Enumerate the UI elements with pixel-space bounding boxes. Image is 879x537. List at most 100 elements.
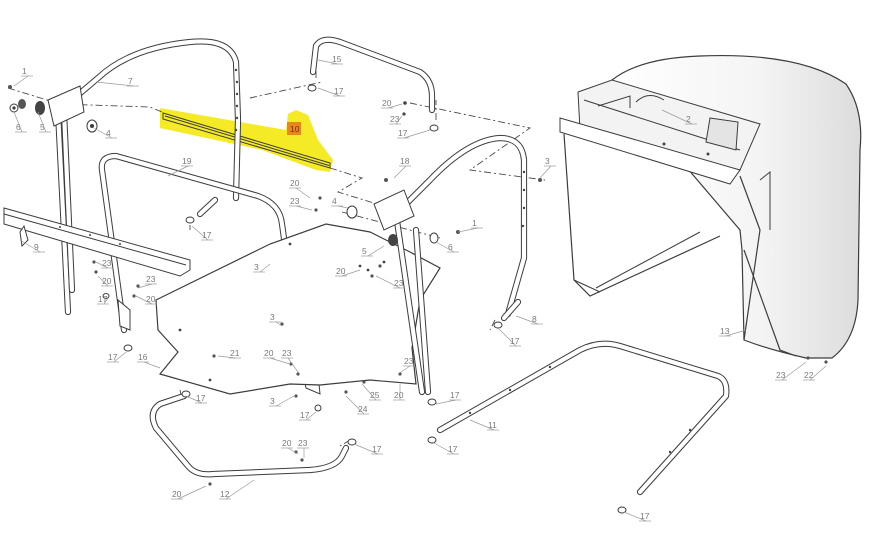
part-9-cross-bar: [3, 207, 191, 277]
callout-leader-c23f: [287, 357, 299, 373]
callout-leader-c23g: [397, 365, 411, 375]
callout-leader-c3d: [275, 395, 295, 407]
callout-part-16: 16: [138, 352, 148, 362]
callout-leader-c4a: [93, 127, 113, 139]
callout-leader-c3b: [259, 263, 271, 273]
callout-part-13: 13: [720, 326, 730, 336]
callout-part-23: 23: [776, 370, 786, 380]
callout-part-20: 20: [394, 390, 404, 400]
callout-part-17: 17: [202, 230, 212, 240]
callout-leader-c17f: [113, 351, 127, 363]
callout-part-17: 17: [448, 444, 458, 454]
callout-leader-c17g: [185, 395, 203, 404]
callout-part-20: 20: [146, 294, 156, 304]
callout-leader-c23b: [295, 205, 313, 211]
callout-part-17: 17: [334, 86, 344, 96]
callout-part-22: 22: [804, 370, 814, 380]
part-16-floor-plate: [155, 223, 441, 395]
callout-part-5: 5: [362, 246, 367, 256]
callout-part-23: 23: [394, 278, 404, 288]
callout-leader-c20h: [287, 447, 299, 455]
callout-leader-c7: [95, 81, 135, 87]
callout-part-23: 23: [390, 114, 400, 124]
callout-part-17: 17: [450, 390, 460, 400]
callout-part-20: 20: [290, 178, 300, 188]
callout-leader-c12: [225, 479, 255, 500]
callout-part-24: 24: [358, 404, 368, 414]
callout-leader-c5b: [367, 245, 385, 257]
callout-part-20: 20: [172, 489, 182, 499]
callout-part-23: 23: [404, 356, 414, 366]
callout-part-20: 20: [264, 348, 274, 358]
callout-part-12: 12: [220, 489, 230, 499]
callout-part-1: 1: [22, 66, 27, 76]
callout-leader-c5a: [37, 111, 47, 133]
callout-leader-c23c: [95, 261, 109, 269]
callout-part-3: 3: [545, 156, 550, 166]
callout-part-23: 23: [298, 438, 308, 448]
callout-part-7: 7: [128, 76, 133, 86]
callout-part-17: 17: [640, 511, 650, 521]
callout-leader-c20f: [269, 357, 291, 365]
callout-leader-c20a: [387, 103, 403, 109]
callout-leader-c23h: [781, 361, 807, 381]
callout-leader-c22: [809, 365, 827, 381]
part-10-label-badge: [287, 122, 301, 135]
callout-leader-c9: [19, 239, 41, 253]
part-12-lower-frame: [149, 390, 357, 478]
callout-part-11: 11: [488, 420, 497, 430]
callout-part-8: 8: [532, 314, 537, 324]
callout-part-17: 17: [372, 444, 382, 454]
callout-part-1: 1: [472, 218, 477, 228]
callout-leader-c16: [143, 361, 161, 369]
callout-leader-c25: [361, 383, 377, 401]
callout-part-23: 23: [282, 348, 292, 358]
callout-leader-c18: [393, 165, 407, 179]
callout-part-18: 18: [400, 156, 410, 166]
callout-leader-c23a: [395, 115, 403, 125]
callout-part-10: 10: [290, 124, 300, 134]
callout-part-17: 17: [398, 128, 408, 138]
callout-leader-c20i: [177, 485, 207, 500]
callout-part-15: 15: [332, 54, 342, 64]
callout-leader-c17i: [435, 399, 457, 405]
callout-leader-c20d: [135, 295, 153, 305]
callout-leader-c17c: [191, 225, 209, 241]
callout-leader-c23d: [137, 283, 153, 289]
callout-leader-c19: [167, 165, 189, 177]
callout-leader-c1b: [457, 227, 479, 233]
callout-leader-c17a: [317, 87, 341, 97]
callout-leader-c6b: [435, 241, 455, 253]
callout-part-9: 9: [34, 242, 39, 252]
callout-leader-c17d: [103, 297, 109, 305]
fasteners: [92, 178, 828, 486]
callout-part-17: 17: [300, 410, 310, 420]
callout-part-2: 2: [686, 114, 691, 124]
callout-part-17: 17: [510, 336, 520, 346]
callout-part-25: 25: [370, 390, 380, 400]
callout-part-19: 19: [182, 156, 192, 166]
callout-part-3: 3: [270, 396, 275, 406]
callout-part-20: 20: [382, 98, 392, 108]
callout-leader-c17b: [403, 129, 431, 139]
callout-leader-c17j: [353, 443, 379, 455]
callout-part-17: 17: [196, 393, 206, 403]
callout-part-20: 20: [336, 266, 346, 276]
callout-part-4: 4: [106, 128, 111, 138]
callout-leader-c24: [345, 395, 365, 415]
callout-leader-c17k: [431, 441, 455, 455]
callout-leader-c13: [725, 329, 747, 337]
callout-part-3: 3: [254, 262, 259, 272]
part-8-right-frame: [346, 134, 528, 396]
callout-leader-c15: [317, 59, 339, 65]
callout-leader-c20e: [341, 269, 361, 277]
callout-leader-c17h: [305, 411, 317, 421]
small-tube-ends: [102, 196, 522, 352]
part-7-left-frame: [47, 38, 242, 316]
callout-leader-c8: [515, 315, 539, 325]
callout-part-6: 6: [16, 122, 21, 132]
callout-leader-c6a: [13, 111, 23, 133]
callout-leader-c17e: [497, 327, 517, 347]
